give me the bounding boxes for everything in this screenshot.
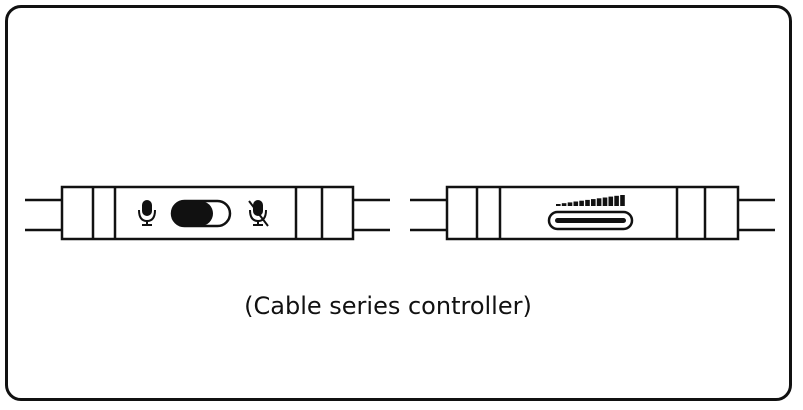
left-controller (25, 185, 390, 241)
left-cable-left (25, 198, 62, 232)
right-cable-left (410, 198, 447, 232)
mute-slide-switch[interactable] (170, 199, 232, 228)
volume-bar (620, 195, 625, 206)
volume-bar (556, 204, 561, 206)
microphone-muted-icon (248, 200, 269, 227)
volume-bar (573, 201, 579, 206)
volume-level-bars-icon (556, 195, 625, 206)
left-cable-right (353, 198, 390, 232)
microphone-icon (138, 200, 156, 226)
right-cable-right (738, 198, 775, 232)
caption: (Cable series controller) (244, 292, 532, 320)
volume-slider-slot[interactable] (547, 210, 634, 231)
volume-bar (614, 195, 619, 206)
volume-bar (602, 197, 608, 206)
right-controller-body (445, 185, 740, 241)
volume-bar (579, 200, 584, 206)
volume-bar (596, 198, 602, 206)
volume-bar (591, 199, 596, 206)
volume-bar (585, 199, 590, 206)
left-controller-body (60, 185, 355, 241)
volume-bar (561, 203, 567, 206)
diagram-frame (5, 5, 792, 401)
right-controller (410, 185, 775, 241)
volume-bar (567, 202, 573, 206)
volume-bar (608, 196, 614, 206)
